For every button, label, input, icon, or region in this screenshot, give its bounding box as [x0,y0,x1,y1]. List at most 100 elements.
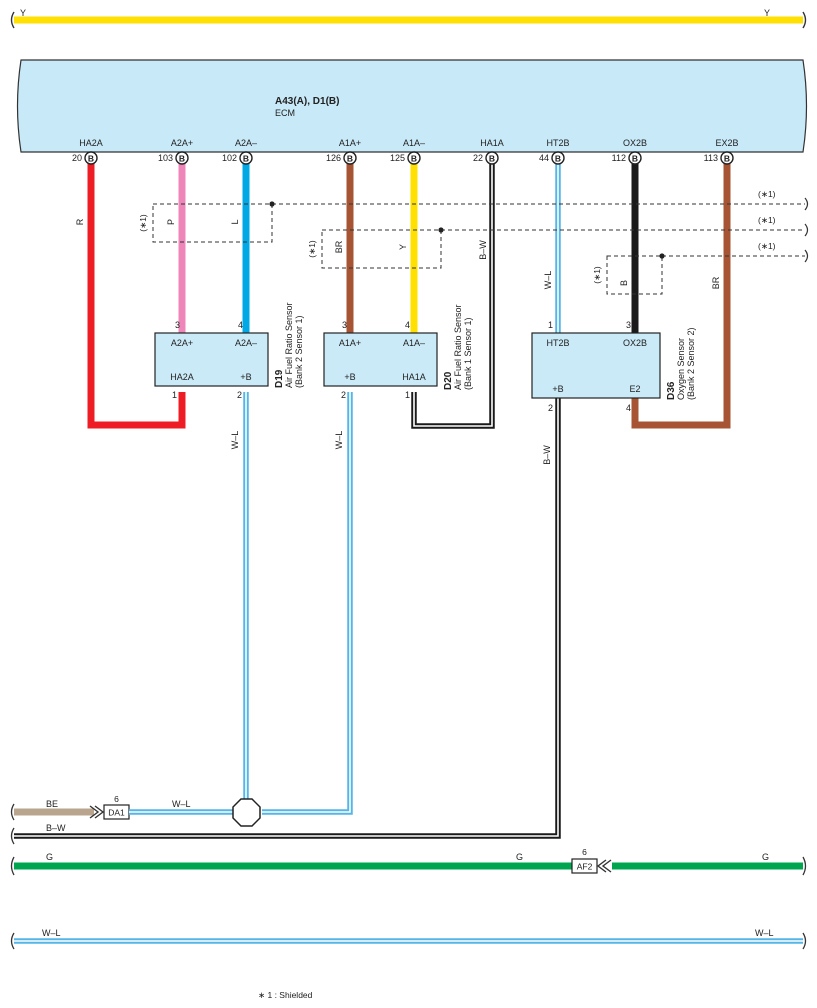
da1-pin-number: 6 [114,794,119,804]
pin-number: 112 [612,153,626,163]
pin-number: 1 [172,390,177,400]
shield-note: (∗1) [758,241,776,251]
shield-boxes [152,203,805,295]
pin-connector: B 112 [612,151,642,165]
pin-label: HA2A [170,372,194,382]
sensor-d20: 3 4 A1A+ A1A– +B HA1A 2 1 D20 Air Fuel R… [323,304,473,400]
pin-label: +B [344,372,355,382]
shield-note: (∗1) [758,215,776,225]
pin-number: 126 [326,153,341,163]
splice-point [232,798,261,827]
wire-label-wl-d20: W–L [334,431,344,450]
pin-label: +B [240,372,251,382]
sensor-name: Air Fuel Ratio Sensor [284,302,294,388]
ecm-pin-name: HT2B [546,138,569,148]
bus-label-g-mid: G [516,852,523,862]
sensor-id: D36 [666,381,677,400]
wire-label-bw1: B–W [478,240,488,260]
pin-label: HT2B [546,338,569,348]
shield-note: (∗1) [758,189,776,199]
ecm-pin-name: OX2B [623,138,647,148]
bus-label-wl: W–L [172,799,191,809]
shield-note: (∗1) [138,214,148,232]
shield-note: (∗1) [307,240,317,258]
pin-number: 2 [237,390,242,400]
af2-label: AF2 [577,862,593,872]
svg-text:B: B [632,154,638,164]
bus-label-be: BE [46,799,58,809]
pin-label: A2A– [235,338,257,348]
pin-connector: B 22 [473,151,499,165]
pin-label: A1A+ [339,338,361,348]
shield-dots [269,197,809,263]
shield-note: (∗1) [592,266,602,284]
wire-br2 [631,158,731,429]
wire-label-bw2: B–W [542,445,552,465]
pin-number: 4 [238,320,243,330]
pin-number: 44 [539,153,549,163]
shield-notes: (∗1) (∗1) (∗1) (∗1) (∗1) (∗1) [138,189,776,284]
wire-color-labels: R P L BR Y B–W W–L B BR W–L W–L B–W [75,218,721,465]
sensor-name: Oxygen Sensor [676,338,686,400]
svg-text:B: B [88,154,94,164]
pin-number: 3 [175,320,180,330]
pin-number: 1 [405,390,410,400]
ecm-pin-name: A1A– [403,138,425,148]
pin-label: E2 [629,384,640,394]
pin-number: 4 [626,403,631,413]
pin-label: A2A+ [171,338,193,348]
sensor-detail: (Bank 1 Sensor 1) [463,317,473,390]
ecm-pin-name: EX2B [715,138,738,148]
pin-label: +B [552,384,563,394]
wire-label-wl-ht: W–L [543,271,553,290]
pin-number: 2 [341,390,346,400]
svg-text:B: B [243,154,249,164]
top-bus-label-right: Y [764,8,770,18]
da1-label: DA1 [108,808,125,818]
wire-label-r: R [75,218,85,225]
wire-label-wl-d19: W–L [230,431,240,450]
wire-r [87,158,186,429]
pin-connector: B 126 [326,151,357,165]
af2-pin-number: 6 [582,847,587,857]
pin-number: 103 [158,153,173,163]
pin-label: A1A– [403,338,425,348]
wire-label-br1: BR [334,240,344,253]
lower-bus: BE DA1 6 W–L B–W G G G AF2 6 W–L W–L [10,794,807,950]
svg-text:B: B [489,154,495,164]
wl-feeds [14,392,561,839]
wire-label-p: P [166,219,176,225]
svg-text:B: B [411,154,417,164]
pin-number: 102 [222,153,237,163]
sensor-detail: (Bank 2 Sensor 1) [294,315,304,388]
ecm-wires [87,158,731,429]
sensor-name: Air Fuel Ratio Sensor [453,304,463,390]
pin-number: 22 [473,153,483,163]
sensor-d36: 1 3 HT2B OX2B +B E2 2 4 D36 Oxygen Senso… [531,320,696,413]
ecm-subtitle: ECM [275,108,295,118]
pin-number: 20 [72,153,82,163]
pin-connector: B 102 [222,151,253,165]
pin-number: 3 [342,320,347,330]
pin-number: 1 [548,320,553,330]
ecm-pin-name: A2A+ [171,138,193,148]
pin-number: 3 [626,320,631,330]
wire-label-b: B [619,280,629,286]
ecm-block: A43(A), D1(B) ECM HA2A A2A+ A2A– A1A+ A1… [16,59,808,153]
sensor-d19: 3 4 A2A+ A2A– HA2A +B 1 2 D19 Air Fuel R… [154,302,304,400]
pin-label: OX2B [623,338,647,348]
ecm-title: A43(A), D1(B) [275,96,339,107]
top-y-bus: Y Y [10,8,807,29]
svg-text:B: B [724,154,730,164]
top-bus-label-left: Y [20,8,26,18]
svg-text:B: B [347,154,353,164]
svg-text:B: B [555,154,561,164]
pin-connector: B 20 [72,151,98,165]
bus-label-wl-bottom-right: W–L [755,928,774,938]
bus-label-bw: B–W [46,823,66,833]
footnote: ∗ 1 : Shielded [258,990,313,1000]
